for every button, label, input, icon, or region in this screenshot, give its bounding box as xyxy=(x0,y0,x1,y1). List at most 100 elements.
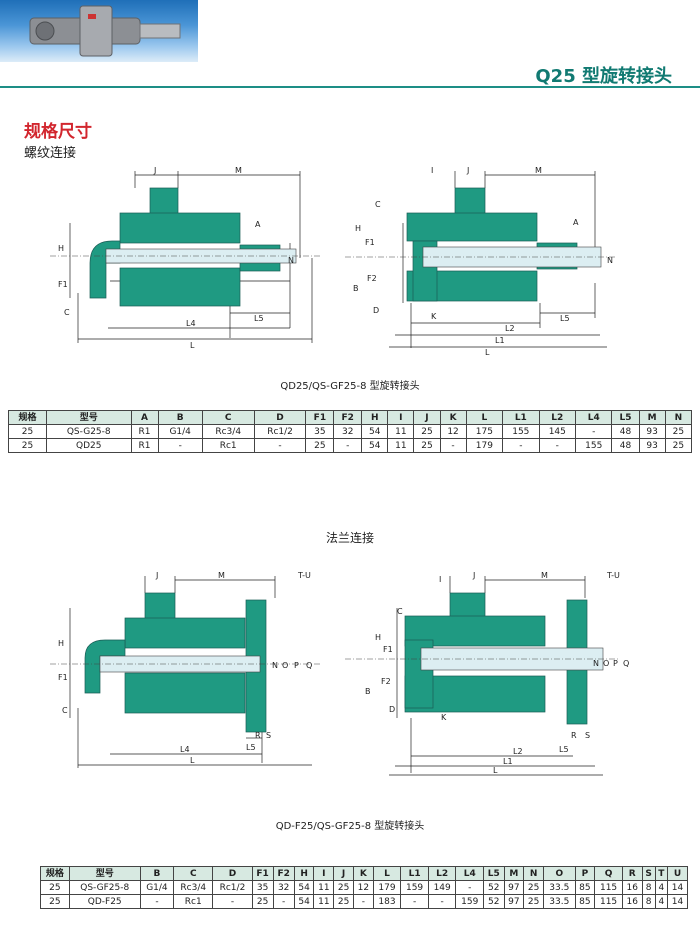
label-h: H xyxy=(58,244,64,253)
label-f1: F1 xyxy=(383,645,393,654)
label-t-u: T-U xyxy=(297,571,311,580)
label-m: M xyxy=(235,166,242,175)
label-j: J xyxy=(472,571,475,580)
table-cell: 25 xyxy=(664,424,693,439)
label-l1: L1 xyxy=(503,757,513,766)
column-header: I xyxy=(313,866,335,881)
table-cell: 85 xyxy=(574,894,596,909)
label-j: J xyxy=(466,166,469,175)
table-cell: 155 xyxy=(502,424,540,439)
table-cell: - xyxy=(502,438,540,453)
table-cell: 12 xyxy=(352,880,374,895)
table-cell: 25 xyxy=(40,880,70,895)
diagram-flange-qd-f25: J M T-U H N O P Q F1 C R S L5 L4 L xyxy=(50,571,320,768)
table-cell: 52 xyxy=(483,880,505,895)
column-header: 规格 xyxy=(8,410,47,425)
diagram-threaded-qd25: J M A H N F1 C L5 L4 L xyxy=(50,166,320,350)
table-cell: 16 xyxy=(621,894,643,909)
table-cell: 175 xyxy=(465,424,504,439)
column-header: K xyxy=(352,866,374,881)
flange-connection-label: 法兰连接 xyxy=(325,531,374,545)
page-title: Q25 型旋转接头 xyxy=(535,66,672,87)
column-header: L4 xyxy=(455,866,485,881)
column-header: U xyxy=(667,866,688,881)
label-r: R xyxy=(571,731,577,740)
label-l4: L4 xyxy=(180,745,190,754)
column-header: I xyxy=(387,410,415,425)
column-header: 型号 xyxy=(45,410,132,425)
label-a: A xyxy=(255,220,261,229)
table-cell: 115 xyxy=(594,894,623,909)
column-header: F1 xyxy=(305,410,335,425)
table-cell: 25 xyxy=(664,438,693,453)
column-header: J xyxy=(413,410,441,425)
column-header: D xyxy=(253,410,307,425)
caption-flange: QD-F25/QS-GF25-8 型旋转接头 xyxy=(275,821,425,832)
column-header: B xyxy=(157,410,203,425)
column-header: C xyxy=(201,410,255,425)
label-f1: F1 xyxy=(58,673,68,682)
table-cell: 12 xyxy=(439,424,467,439)
label-n: N xyxy=(272,661,278,670)
product-photo xyxy=(0,0,198,62)
table-cell: - xyxy=(455,880,485,895)
label-l: L xyxy=(190,756,195,765)
table-cell: Rc1 xyxy=(173,894,214,909)
label-l4: L4 xyxy=(186,319,196,328)
label-i: I xyxy=(439,575,441,584)
table-cell: 97 xyxy=(503,894,525,909)
label-d: D xyxy=(373,306,379,315)
label-l: L xyxy=(493,766,498,775)
table-cell: 25 xyxy=(413,424,441,439)
table-cell: 54 xyxy=(361,438,389,453)
label-f1: F1 xyxy=(365,238,375,247)
column-header: A xyxy=(130,410,159,425)
table-cell: R1 xyxy=(130,438,159,453)
label-f1: F1 xyxy=(58,280,68,289)
label-c: C xyxy=(64,308,70,317)
column-header: H xyxy=(293,866,315,881)
table-cell: 11 xyxy=(387,438,415,453)
label-o: O xyxy=(282,661,288,670)
table-cell: 93 xyxy=(638,438,666,453)
header-divider xyxy=(0,86,700,88)
table-cell: 25 xyxy=(523,880,545,895)
table-cell: 85 xyxy=(574,880,596,895)
table-cell: QS-G25-8 xyxy=(45,424,132,439)
column-header: L1 xyxy=(502,410,540,425)
label-j: J xyxy=(153,166,156,175)
label-l5: L5 xyxy=(246,743,256,752)
label-l: L xyxy=(485,348,490,357)
label-c: C xyxy=(375,200,381,209)
column-header: M xyxy=(638,410,666,425)
table-cell: - xyxy=(575,424,613,439)
table-cell: 25 xyxy=(305,438,335,453)
column-header: S xyxy=(641,866,656,881)
table-cell: R1 xyxy=(130,424,159,439)
column-header: L4 xyxy=(575,410,613,425)
table-cell: - xyxy=(157,438,203,453)
table-cell: QD25 xyxy=(45,438,132,453)
column-header: D xyxy=(212,866,253,881)
column-header: O xyxy=(543,866,576,881)
table-cell: 32 xyxy=(333,424,363,439)
column-header: L5 xyxy=(611,410,640,425)
label-r: R xyxy=(255,731,261,740)
section-title: 规格尺寸 xyxy=(24,122,92,142)
label-m: M xyxy=(218,571,225,580)
table-cell: - xyxy=(253,438,307,453)
column-header: L1 xyxy=(400,866,429,881)
label-m: M xyxy=(535,166,542,175)
table-cell: 159 xyxy=(400,880,429,895)
column-header: C xyxy=(173,866,214,881)
table-cell: 25 xyxy=(40,894,70,909)
column-header: T xyxy=(654,866,669,881)
column-header: P xyxy=(574,866,596,881)
table-cell: 155 xyxy=(575,438,613,453)
label-s: S xyxy=(585,731,590,740)
table-cell: 25 xyxy=(333,894,354,909)
column-header: 型号 xyxy=(68,866,141,881)
